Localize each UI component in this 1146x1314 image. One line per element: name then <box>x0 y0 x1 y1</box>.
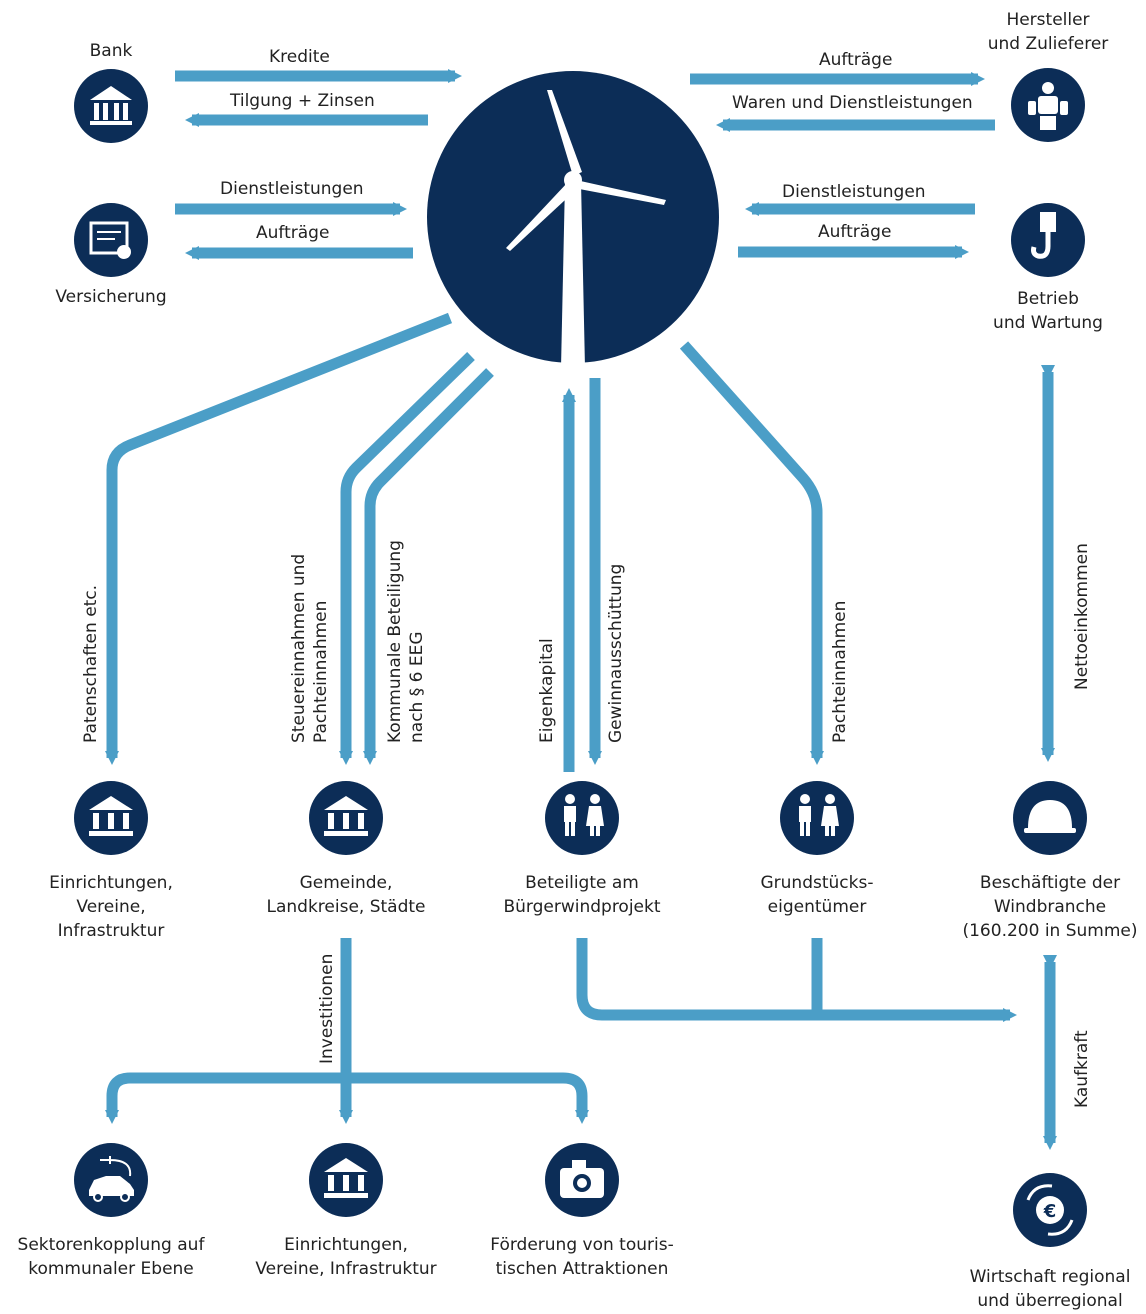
flow-kaufkraft: Kaufkraft <box>1072 1030 1092 1108</box>
institution-icon <box>324 1158 368 1198</box>
sektoren-node <box>74 1143 148 1217</box>
einrichtungen2-label: Einrichtungen, Vereine, Infrastruktur <box>255 1235 437 1279</box>
arrow-invest-left <box>105 1072 346 1124</box>
beschaeftigte-node <box>1013 781 1087 855</box>
flow-kredite: Kredite <box>269 47 330 67</box>
people-icon <box>564 794 604 836</box>
flow-steuer: Steuereinnahmen und Pachteinnahmen <box>289 553 331 743</box>
tourismus-node <box>545 1143 619 1217</box>
flow-pacht: Pachteinnahmen <box>830 600 850 743</box>
flow-tilgung: Tilgung + Zinsen <box>230 91 375 111</box>
euro-cycle-icon: € <box>1026 1184 1074 1236</box>
gemeinde-node <box>309 781 383 855</box>
einrichtungen1-label: Einrichtungen, Vereine, Infrastruktur <box>49 873 173 941</box>
grundstueck-node <box>780 781 854 855</box>
institution-icon <box>324 796 368 836</box>
hersteller-node <box>1011 68 1085 142</box>
certificate-icon <box>89 221 131 259</box>
wind-turbine-icon <box>506 90 666 251</box>
crane-hook-icon <box>1031 212 1056 259</box>
electric-car-icon <box>89 1156 134 1202</box>
svg-text:€: € <box>1043 1201 1057 1222</box>
arrow-kommunal <box>363 368 494 765</box>
betrieb-node <box>1011 203 1085 277</box>
betrieb-label: Betrieb und Wartung <box>993 289 1103 333</box>
bank-label: Bank <box>89 41 133 61</box>
versicherung-node <box>74 203 148 277</box>
einrichtungen1-node <box>74 781 148 855</box>
beteiligte-label: Beteiligte am Bürgerwindprojekt <box>503 873 661 917</box>
wirtschaft-node: € <box>1013 1173 1087 1247</box>
flow-invest: Investitionen <box>317 953 337 1064</box>
institution-icon <box>89 796 133 836</box>
einrichtungen2-node <box>309 1143 383 1217</box>
flow-netto: Nettoeinkommen <box>1072 543 1092 690</box>
arrow-pacht <box>679 341 824 765</box>
arrow-to-kaufkraft <box>576 938 1017 1022</box>
flow-eigenkapital: Eigenkapital <box>537 638 557 743</box>
flow-patenschaften: Patenschaften etc. <box>81 584 101 743</box>
beschaeftigte-label: Beschäftigte der Windbranche (160.200 in… <box>962 873 1138 941</box>
people-icon <box>799 794 839 836</box>
gemeinde-label: Gemeinde, Landkreise, Städte <box>266 873 426 917</box>
sektoren-label: Sektorenkopplung auf kommunaler Ebene <box>17 1235 205 1279</box>
flow-auftraege-right: Aufträge <box>818 222 892 242</box>
hard-hat-icon <box>1024 800 1076 833</box>
flow-kommunal: Kommunale Beteiligung nach § 6 EEG <box>385 540 427 743</box>
flow-waren: Waren und Dienstleistungen <box>732 93 973 113</box>
arrow-steuer <box>339 352 475 765</box>
camera-icon <box>560 1160 604 1198</box>
tourismus-label: Förderung von touris- tischen Attraktion… <box>490 1235 674 1279</box>
wirtschaft-label: Wirtschaft regional und überregional <box>969 1267 1131 1311</box>
arrow-patenschaften <box>105 312 453 765</box>
arrow-invest-right <box>346 1072 589 1124</box>
flow-auftraege-left: Aufträge <box>256 223 330 243</box>
robot-icon <box>1028 82 1068 130</box>
flow-gewinn: Gewinnausschüttung <box>606 563 626 743</box>
flow-dienst-left: Dienstleistungen <box>220 179 364 199</box>
grundstueck-label: Grundstücks- eigentümer <box>760 873 874 917</box>
bank-node <box>74 69 148 143</box>
hersteller-label: Hersteller und Zulieferer <box>987 10 1109 54</box>
wind-turbine-hub <box>427 71 719 368</box>
flow-auftraege-right-top: Aufträge <box>819 50 893 70</box>
flow-dienst-right: Dienstleistungen <box>782 182 926 202</box>
beteiligte-node <box>545 781 619 855</box>
versicherung-label: Versicherung <box>55 287 167 307</box>
bank-building-icon <box>90 86 132 125</box>
